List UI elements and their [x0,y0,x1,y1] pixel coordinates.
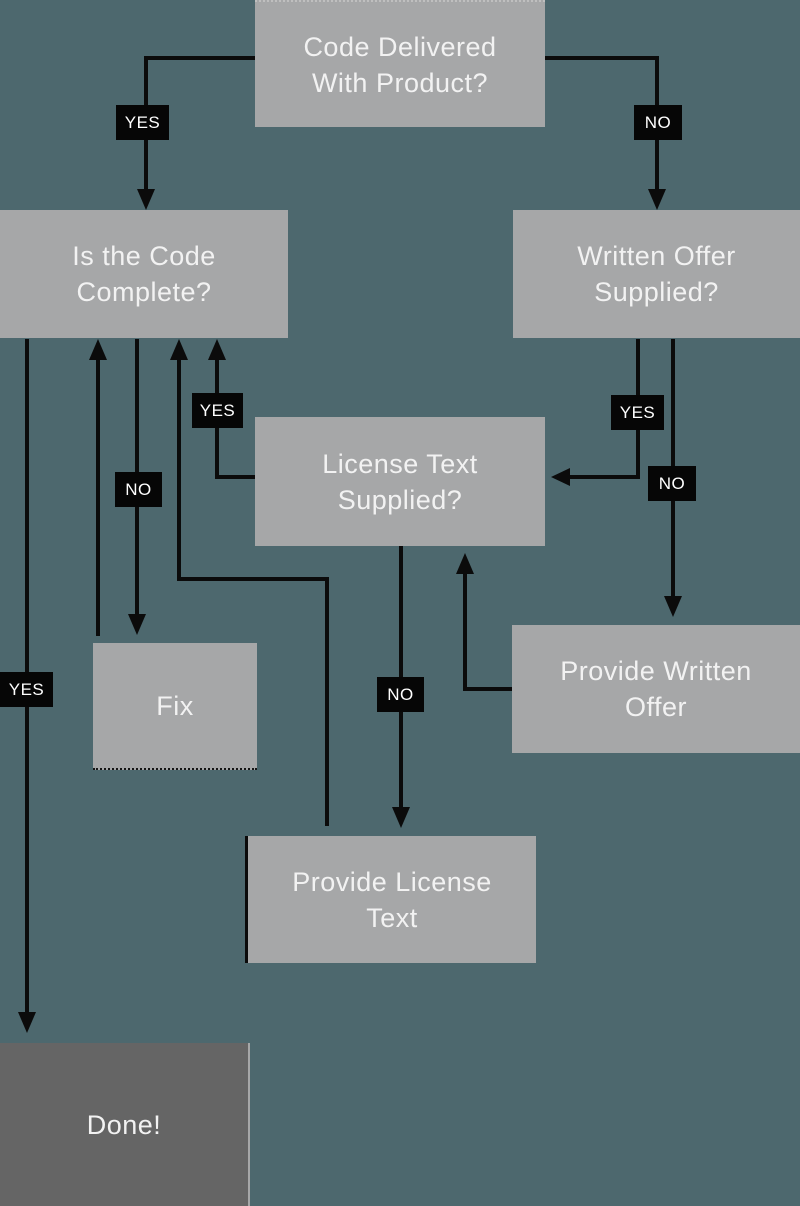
node-code-delivered: Code Delivered With Product? [255,0,545,127]
arrowhead-left-icon [551,468,570,486]
edge-provide-written-return-segment [463,570,467,691]
node-license-text-supplied: License Text Supplied? [255,417,545,546]
edge-license-yes-segment [215,475,256,479]
node-provide-license-text: Provide License Text [245,836,536,963]
node-fix: Fix [93,643,257,770]
arrowhead-up-icon [170,339,188,360]
edge-label-complete-yes: YES [0,672,53,707]
edge-written-yes-segment [568,475,640,479]
node-done: Done! [0,1043,250,1206]
edge-provide-written-return-segment [463,687,513,691]
edge-label-complete-no: NO [115,472,162,507]
arrowhead-down-icon [664,596,682,617]
edge-delivered-no-segment [544,56,659,60]
arrowhead-down-icon [648,189,666,210]
arrowhead-up-icon [456,553,474,574]
edge-fix-return-segment [96,360,100,636]
edge-label-license-yes: YES [192,393,243,428]
edge-provide-license-return-segment [177,360,181,580]
node-provide-written-offer: Provide Written Offer [512,625,800,753]
edge-license-no-segment [399,546,403,807]
arrowhead-down-icon [128,614,146,635]
edge-provide-license-return-segment [325,577,329,826]
edge-label-written-no: NO [648,466,696,501]
edge-label-delivered-no: NO [634,105,682,140]
node-is-code-complete: Is the Code Complete? [0,210,288,338]
edge-label-license-no: NO [377,677,424,712]
edge-provide-license-return-segment [177,577,329,581]
edge-label-written-yes: YES [611,395,664,430]
node-written-offer-supplied: Written Offer Supplied? [513,210,800,338]
arrowhead-up-icon [89,339,107,360]
edge-label-delivered-yes: YES [116,105,169,140]
edge-delivered-yes-segment [144,56,256,60]
arrowhead-up-icon [208,339,226,360]
arrowhead-down-icon [392,807,410,828]
arrowhead-down-icon [18,1012,36,1033]
arrowhead-down-icon [137,189,155,210]
